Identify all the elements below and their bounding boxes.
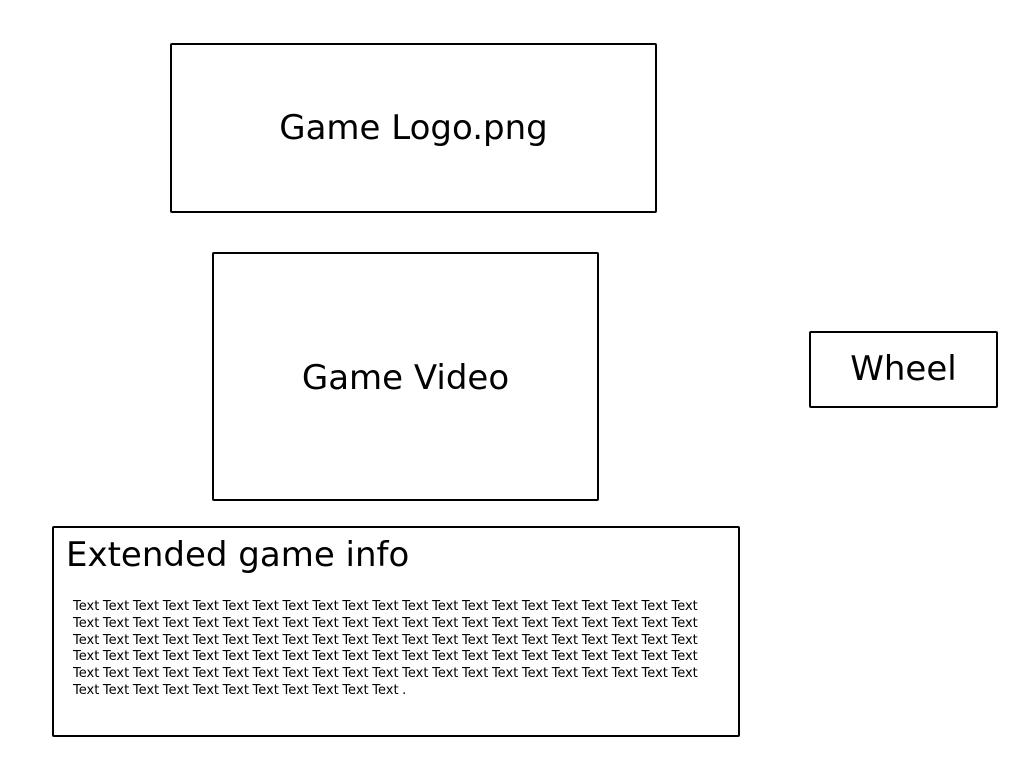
game-logo-placeholder: Game Logo.png [170,43,657,213]
game-video-label: Game Video [301,358,510,398]
extended-game-info-text: Text Text Text Text Text Text Text Text … [73,599,698,698]
extended-game-info-panel: Extended game info Text Text Text Text T… [52,526,740,737]
extended-game-info-title: Extended game info [66,535,410,575]
game-logo-label: Game Logo.png [279,108,548,148]
game-video-placeholder: Game Video [212,252,599,501]
wheel-placeholder: Wheel [809,331,998,408]
wheel-label: Wheel [850,349,957,389]
